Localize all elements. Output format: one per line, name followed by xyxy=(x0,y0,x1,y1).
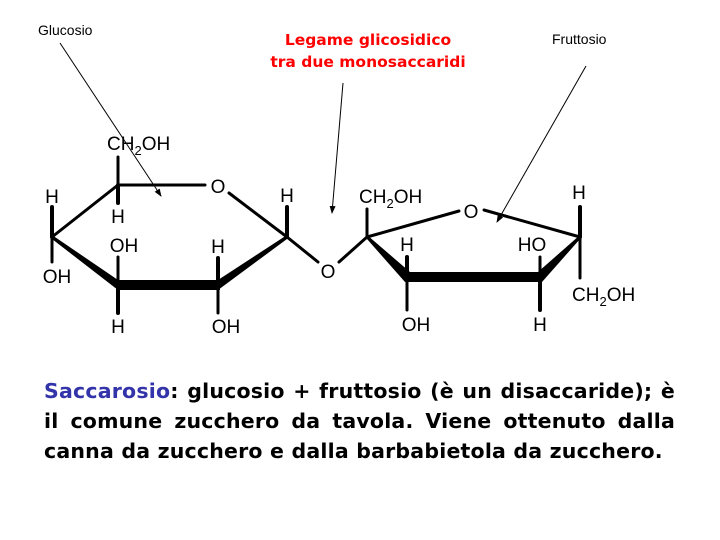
sucrose-term: Saccarosio xyxy=(44,379,171,403)
glucose-c1-h: H xyxy=(280,186,294,207)
glucose-ch2oh: CH2OH xyxy=(107,134,170,158)
glucose-c3-oh: OH xyxy=(110,236,139,257)
fructose-c4-ho: HO xyxy=(518,235,547,256)
glucose-c4-oh: OH xyxy=(43,267,72,288)
glucose-pointer-arrow xyxy=(59,42,162,197)
sucrose-description: Saccarosio: glucosio + fruttosio (è un d… xyxy=(44,376,675,466)
glycosidic-bond-label-line1: Legame glicosidico xyxy=(285,31,451,49)
fructose-label: Fruttosio xyxy=(552,31,607,47)
fructose-c3-h: H xyxy=(400,235,414,256)
glucose-c3-h: H xyxy=(111,317,125,338)
glycosidic-oxygen: O xyxy=(321,262,336,283)
glucose-c2-oh: OH xyxy=(212,317,241,338)
sucrose-description-text: : glucosio + fruttosio (è un disaccaride… xyxy=(44,379,675,463)
glucose-label: Glucosio xyxy=(38,22,93,38)
glucose-c4-h: H xyxy=(45,187,59,208)
glycosidic-bond-label-line2: tra due monosaccaridi xyxy=(270,53,465,71)
fructose-c5-h: H xyxy=(572,183,586,204)
fructose-ring-oxygen: O xyxy=(464,202,479,223)
glucose-c5-h: H xyxy=(111,207,125,228)
fructose-c3-oh: OH xyxy=(402,315,431,336)
fructose-ring xyxy=(337,205,582,312)
bond-pointer-arrow xyxy=(329,82,344,214)
fructose-top-ch2oh: CH2OH xyxy=(359,187,422,211)
fructose-c4-h: H xyxy=(533,315,547,336)
glucose-c2-h: H xyxy=(211,237,225,258)
glucose-ring xyxy=(50,155,320,315)
fructose-pointer-arrow xyxy=(496,65,587,223)
glucose-ring-oxygen: O xyxy=(211,177,226,198)
fructose-bottom-ch2oh: CH2OH xyxy=(572,285,635,309)
